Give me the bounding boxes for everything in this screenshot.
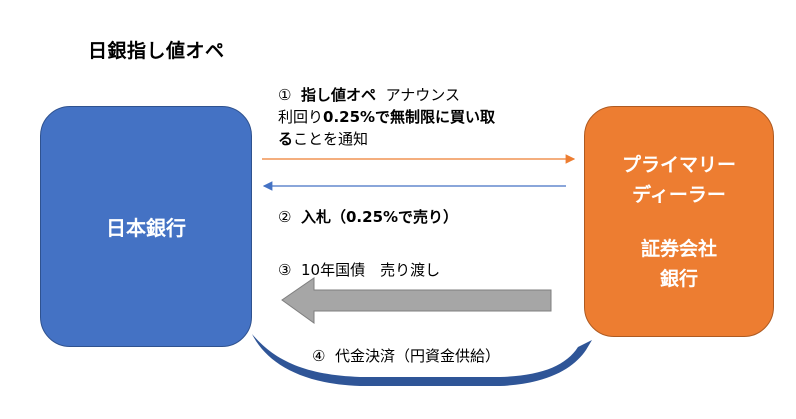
- step-1-number: ①: [278, 86, 292, 104]
- step-3-bond-transfer: ③ 10年国債 売り渡し: [278, 259, 440, 281]
- step-1-line3-a: る: [278, 130, 294, 148]
- step-4-payment: ④ 代金決済（円資金供給）: [312, 345, 500, 367]
- securities-company-label: 証券会社: [640, 237, 717, 260]
- step-1-line3-b: ことを通知: [293, 130, 369, 148]
- step-1-announcement: ① 指し値オペ アナウンス 利回り0.25%で無制限に買い取 ることを通知: [278, 84, 578, 150]
- bond-transfer-arrow: [281, 277, 552, 324]
- step-3-number: ③: [278, 261, 292, 279]
- primary-dealer-line1: プライマリー: [621, 153, 736, 176]
- primary-dealer-line2: ディーラー: [632, 183, 726, 206]
- step-1-line2-a: 利回り: [278, 108, 324, 126]
- step-2-text: 入札（0.25%で売り）: [301, 208, 459, 226]
- primary-dealer-box: プライマリー ディーラー 証券会社 銀行: [584, 106, 774, 337]
- step-1-line2-b: 0.25%で無制限に買い取: [323, 108, 496, 126]
- step-4-number: ④: [312, 347, 326, 365]
- step-3-text: 10年国債 売り渡し: [301, 261, 441, 279]
- step-2-bid: ② 入札（0.25%で売り）: [278, 206, 458, 228]
- step-1-rest: アナウンス: [385, 86, 460, 104]
- diagram-title: 日銀指し値オペ: [88, 40, 225, 62]
- step-2-number: ②: [278, 208, 292, 226]
- bank-of-japan-label: 日本銀行: [106, 216, 186, 240]
- step-1-bold: 指し値オペ: [301, 86, 377, 104]
- step-4-text: 代金決済（円資金供給）: [335, 347, 501, 365]
- bank-label: 銀行: [659, 267, 698, 290]
- bank-of-japan-box: 日本銀行: [40, 106, 252, 347]
